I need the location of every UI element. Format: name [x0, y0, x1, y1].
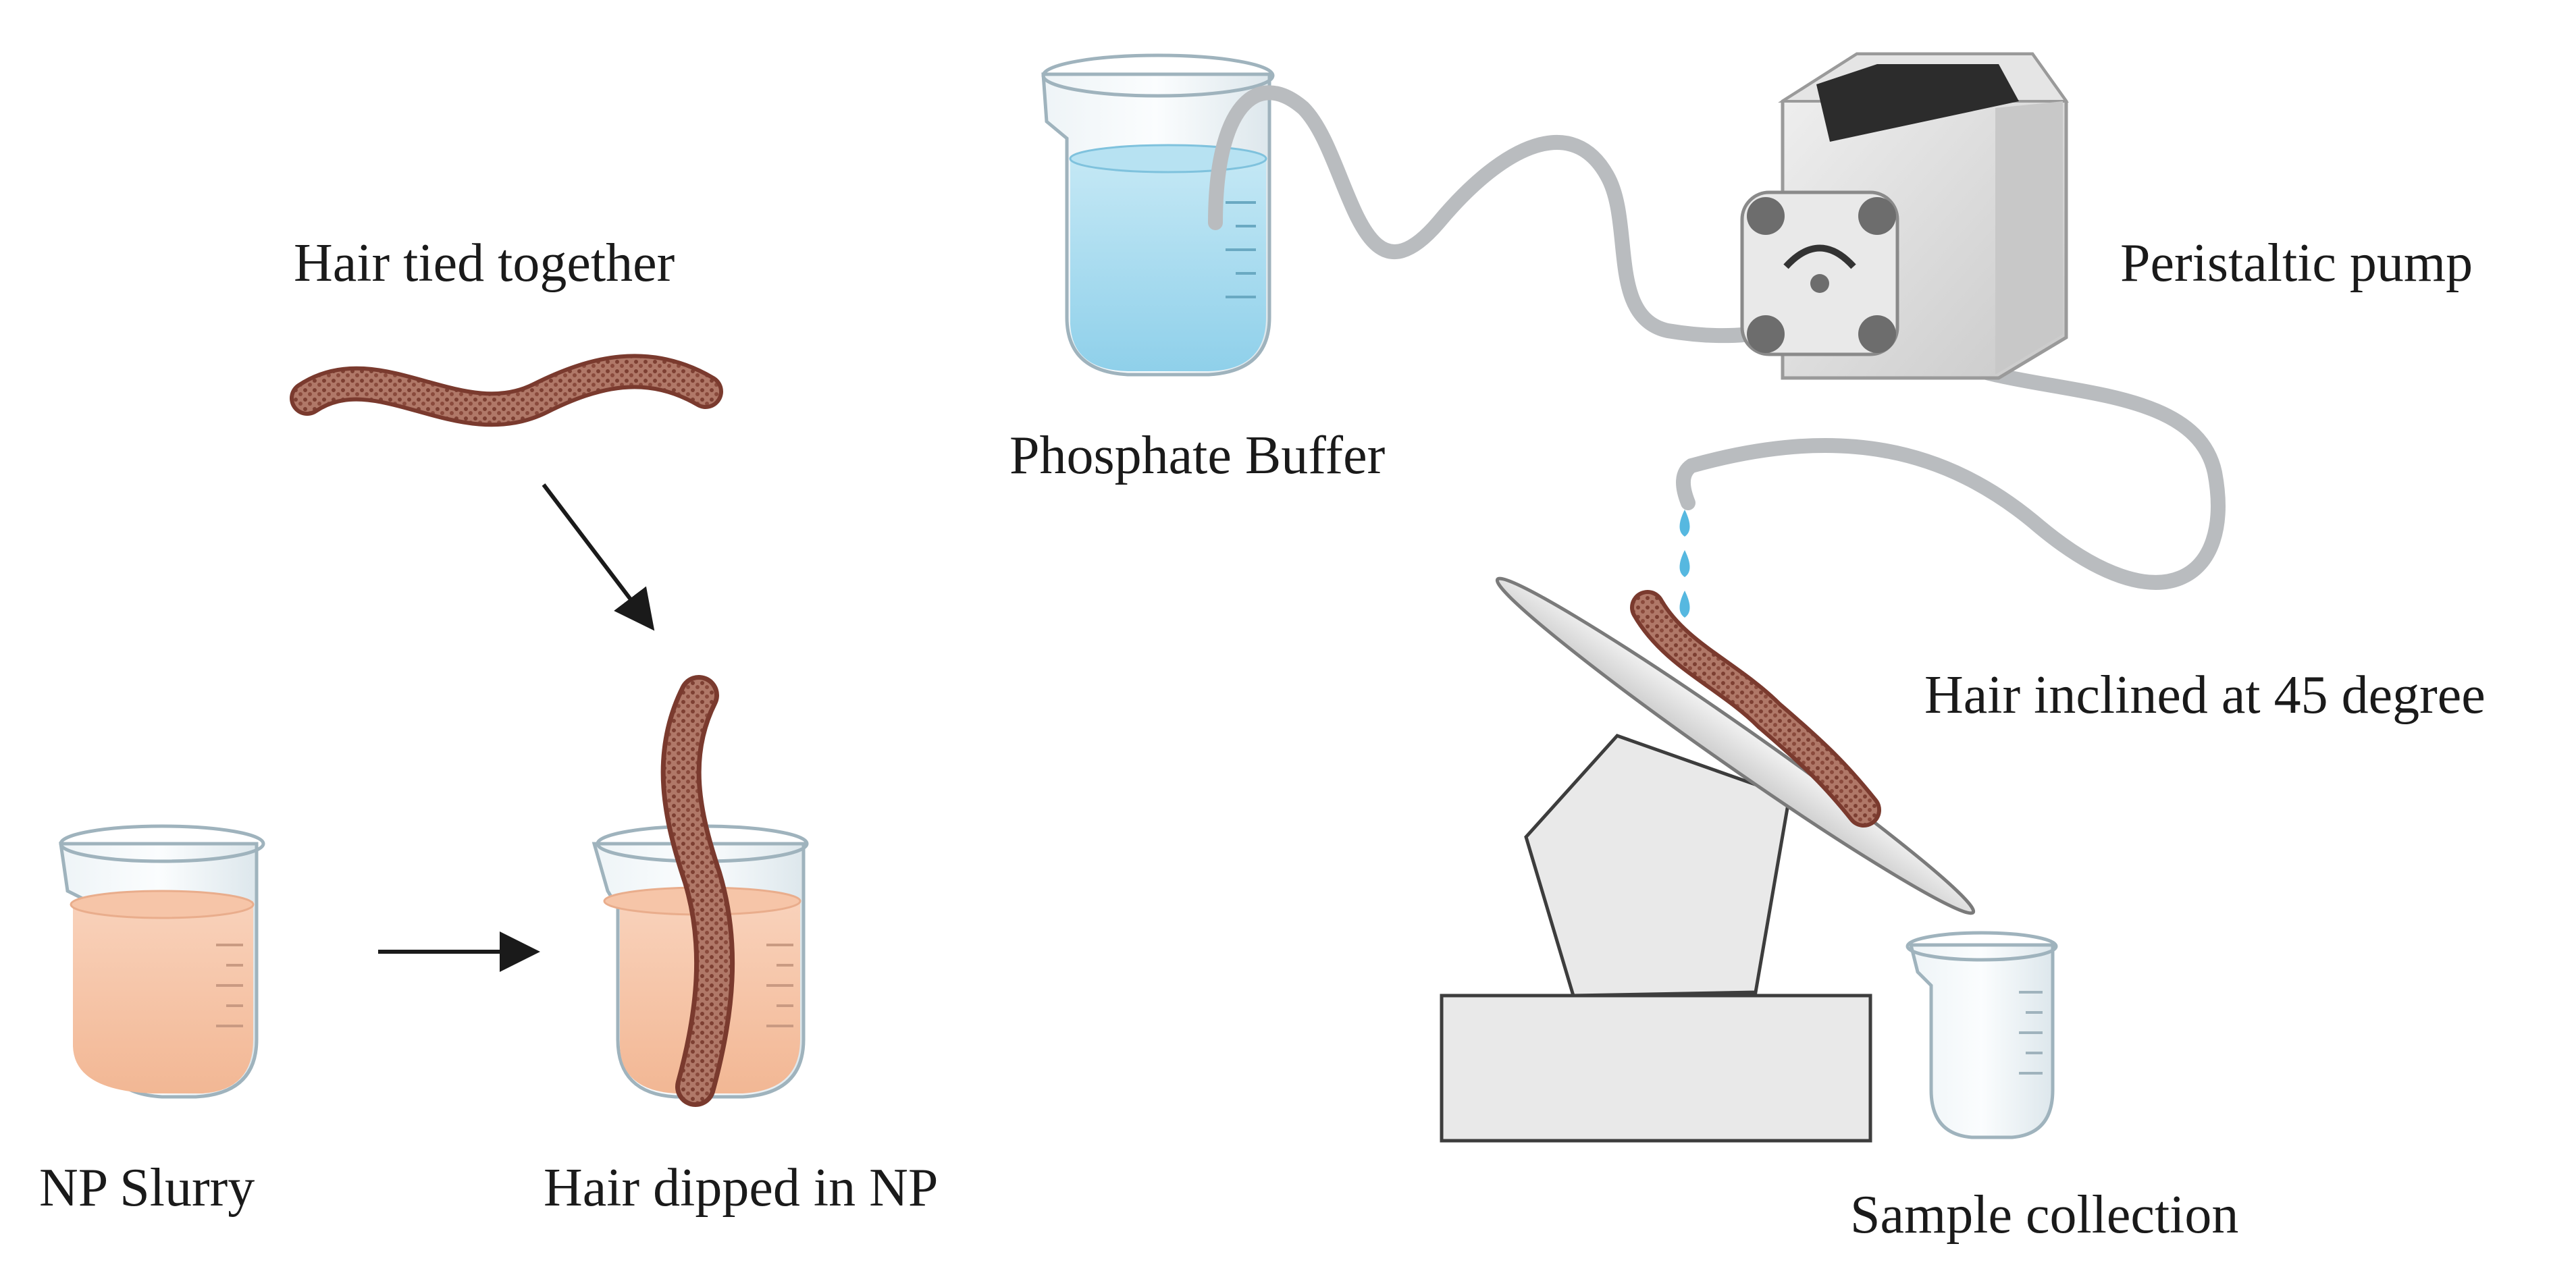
- label-phosphate-buffer: Phosphate Buffer: [1009, 426, 1386, 485]
- label-hair-dipped-in-np: Hair dipped in NP: [544, 1158, 939, 1218]
- hair-bundle-tied: [290, 354, 723, 427]
- hair-on-plate: [1630, 590, 1881, 828]
- inclined-plate: [1495, 576, 1976, 915]
- support-stand: [1440, 734, 1872, 1143]
- arrow-tied-to-dipped: [542, 483, 655, 631]
- label-sample-collection: Sample collection: [1850, 1185, 2239, 1245]
- label-hair-inclined-45-degree: Hair inclined at 45 degree: [1924, 666, 2486, 725]
- buffer-droplets: [1679, 510, 1690, 618]
- tubing: [1208, 85, 2226, 590]
- np-slurry-beaker: [59, 824, 265, 1099]
- label-np-slurry: NP Slurry: [39, 1158, 255, 1218]
- hair-dipped-beaker: [592, 675, 809, 1107]
- label-peristaltic-pump: Peristaltic pump: [2120, 234, 2473, 293]
- label-hair-tied-together: Hair tied together: [294, 234, 675, 293]
- peristaltic-pump: [1740, 52, 2069, 380]
- sample-collection-beaker: [1905, 931, 2058, 1139]
